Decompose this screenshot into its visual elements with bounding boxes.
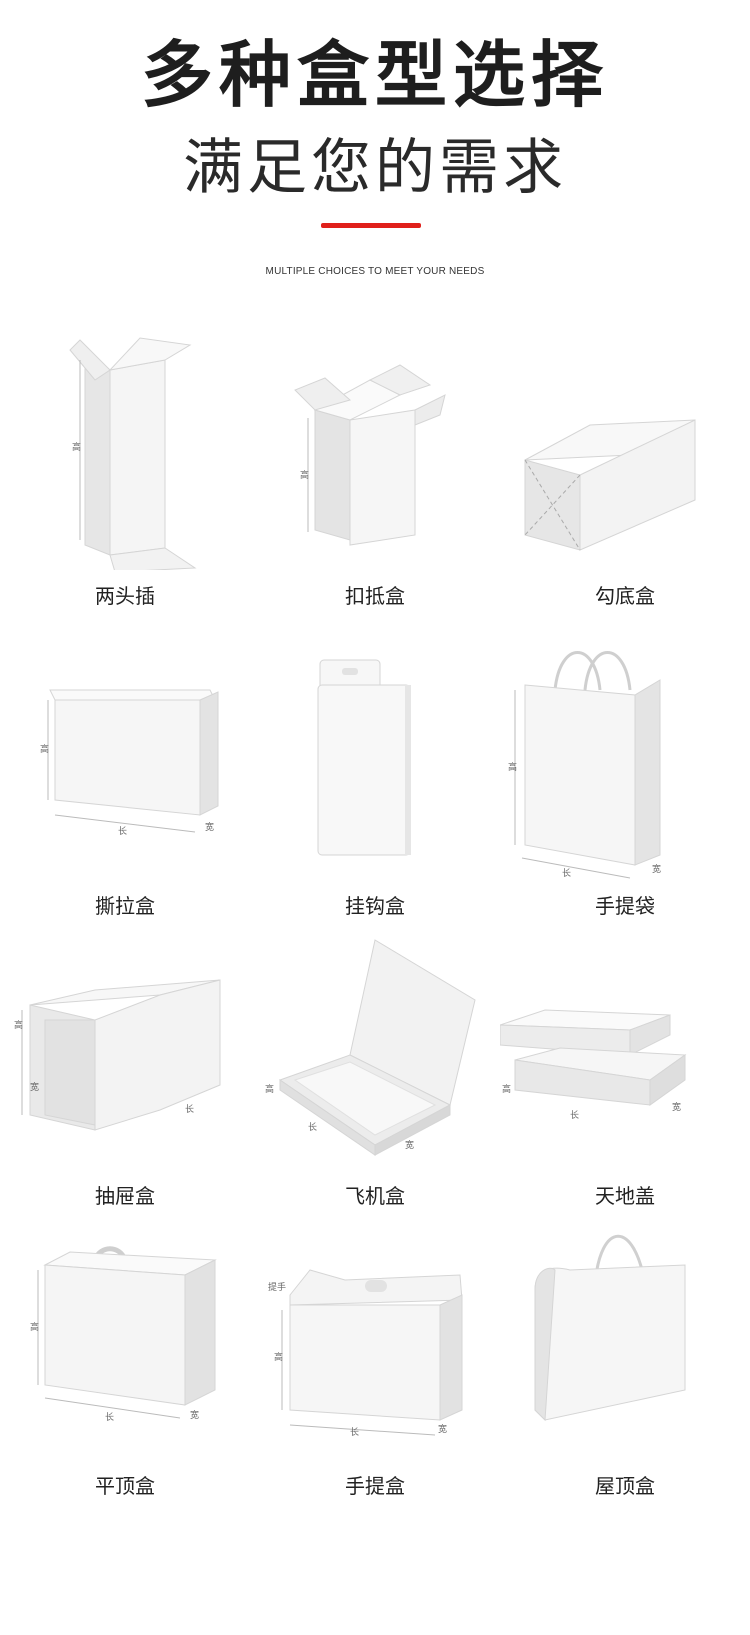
box-label: 勾底盒	[595, 584, 655, 608]
handle-box-illustration: 提手 高 长 宽	[268, 1269, 463, 1438]
mailer-box-illustration: 高 长 宽	[265, 939, 476, 1156]
length-label: 长	[562, 867, 571, 879]
height-label: 高	[72, 441, 81, 453]
lock-bottom-box-illustration: 高	[294, 364, 446, 546]
width-label: 宽	[405, 1139, 414, 1151]
height-label: 高	[265, 1083, 274, 1095]
box-label: 手提袋	[595, 894, 655, 918]
box-card-drawer: 高 宽 长 抽屉盒	[0, 930, 250, 1220]
height-label: 高	[274, 1351, 283, 1363]
box-label: 平顶盒	[95, 1474, 155, 1498]
drawer-box-illustration: 高 宽 长	[14, 979, 221, 1131]
height-label: 高	[40, 743, 49, 755]
paper-bag-illustration: 高 长 宽	[508, 651, 661, 879]
tagline: MULTIPLE CHOICES TO MEET YOUR NEEDS	[265, 266, 485, 277]
box-label: 手提盒	[345, 1474, 405, 1498]
box-card-roof-box: 屋顶盒	[500, 1220, 750, 1510]
handle-label: 提手	[268, 1281, 286, 1293]
length-label: 长	[570, 1109, 579, 1121]
box-label: 撕拉盒	[95, 894, 155, 918]
box-label: 扣抵盒	[345, 584, 405, 608]
width-label: 宽	[652, 863, 661, 875]
length-label: 长	[118, 825, 127, 837]
box-card-tuck-end: 高 两头插	[0, 310, 250, 610]
box-card-flat-top: 高 长 宽 平顶盒	[0, 1220, 250, 1510]
length-label: 长	[105, 1411, 114, 1423]
width-label: 宽	[190, 1409, 199, 1421]
box-card-lock-bottom: 高 扣抵盒	[250, 310, 500, 610]
box-card-paper-bag: 高 长 宽 手提袋	[500, 620, 750, 920]
length-label: 长	[308, 1121, 317, 1133]
box-card-hanging: 挂钩盒	[250, 620, 500, 920]
box-card-tear-strip: 高 长 宽 撕拉盒	[0, 620, 250, 920]
auto-bottom-box-illustration	[524, 419, 696, 551]
height-label: 高	[300, 469, 309, 481]
box-label: 飞机盒	[345, 1184, 405, 1208]
height-label: 高	[508, 761, 517, 773]
box-card-handle-box: 提手 高 长 宽 手提盒	[250, 1220, 500, 1510]
box-label: 抽屉盒	[95, 1184, 155, 1208]
box-label: 屋顶盒	[595, 1474, 655, 1498]
flat-top-box-illustration: 高 长 宽	[30, 1246, 217, 1423]
accent-divider	[321, 223, 421, 228]
width-label: 宽	[672, 1101, 681, 1113]
width-label: 宽	[30, 1081, 39, 1093]
box-label: 两头插	[95, 584, 155, 608]
page-subtitle: 满足您的需求	[183, 133, 567, 203]
height-label: 高	[502, 1083, 511, 1095]
lid-base-box-illustration: 高 长 宽	[500, 1009, 687, 1121]
box-label: 天地盖	[595, 1184, 655, 1208]
width-label: 宽	[438, 1423, 447, 1435]
roof-box-illustration	[534, 1235, 686, 1422]
tear-strip-box-illustration: 高 长 宽	[40, 689, 219, 837]
hanging-box-illustration	[317, 659, 411, 856]
box-card-lid-base: 高 长 宽 天地盖	[500, 930, 750, 1220]
length-label: 长	[185, 1103, 194, 1115]
tuck-end-box-illustration: 高	[69, 337, 197, 570]
length-label: 长	[350, 1426, 359, 1438]
page-title: 多种盒型选择	[140, 33, 609, 117]
box-card-auto-bottom: 勾底盒	[500, 310, 750, 610]
height-label: 高	[14, 1019, 23, 1031]
height-label: 高	[30, 1321, 39, 1333]
box-card-mailer: 高 长 宽 飞机盒	[250, 930, 500, 1220]
box-type-grid: 高 两头插 高 扣抵盒 勾底盒	[0, 310, 750, 1635]
box-label: 挂钩盒	[345, 894, 405, 918]
width-label: 宽	[205, 821, 214, 833]
